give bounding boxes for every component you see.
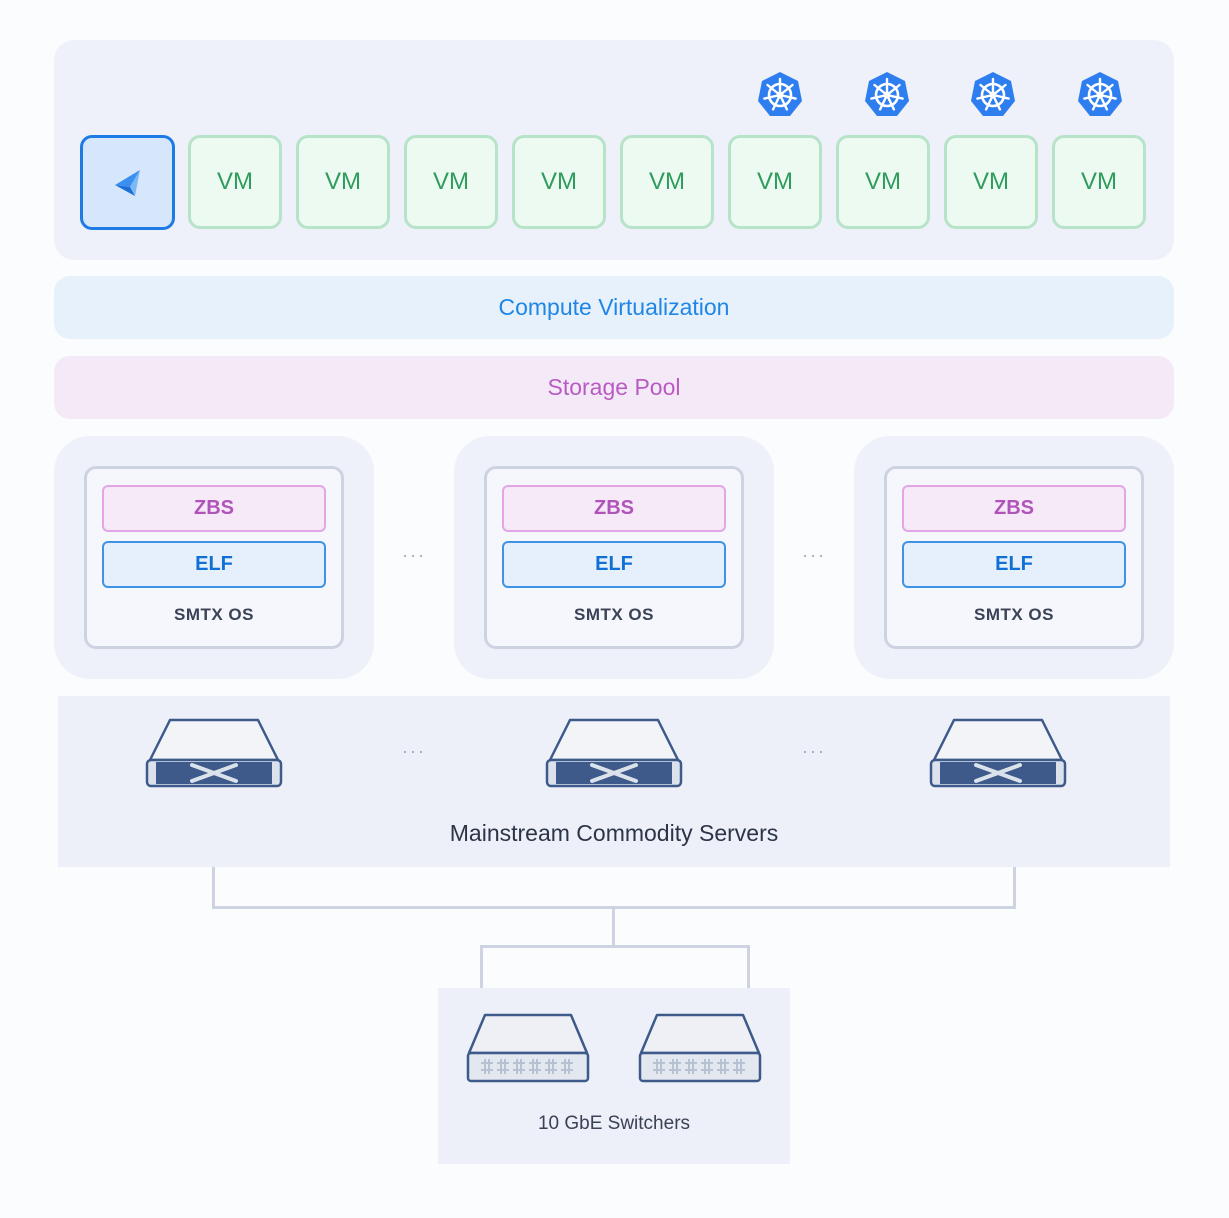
connector-line xyxy=(212,867,215,909)
ellipsis: ··· xyxy=(802,741,826,761)
vm-box: VM xyxy=(728,135,822,229)
vm-box: VM xyxy=(188,135,282,229)
server-icon xyxy=(928,718,1068,790)
node-card: ZBS ELF SMTX OS xyxy=(854,436,1174,679)
node-stack: ZBS ELF SMTX OS xyxy=(884,466,1144,649)
server-icon xyxy=(544,718,684,790)
zbs-label: ZBS xyxy=(102,485,326,532)
node-stack: ZBS ELF SMTX OS xyxy=(84,466,344,649)
switch-icon xyxy=(637,1013,763,1083)
kubernetes-icon xyxy=(862,70,912,120)
vm-box: VM xyxy=(404,135,498,229)
zbs-label: ZBS xyxy=(502,485,726,532)
zbs-label: ZBS xyxy=(902,485,1126,532)
vm-box: VM xyxy=(1052,135,1146,229)
switch-icon xyxy=(465,1013,591,1083)
cloud-platform-icon xyxy=(114,169,140,196)
node-card: ZBS ELF SMTX OS xyxy=(454,436,774,679)
elf-label: ELF xyxy=(902,541,1126,588)
connector-line xyxy=(480,945,750,948)
switches-label: 10 GbE Switchers xyxy=(537,1113,691,1134)
os-label: SMTX OS xyxy=(573,605,654,624)
vm-box: VM xyxy=(836,135,930,229)
ellipsis: ··· xyxy=(402,741,426,761)
elf-label: ELF xyxy=(102,541,326,588)
connector-line xyxy=(612,906,615,948)
vm-box: VM xyxy=(512,135,606,229)
vm-panel: VM VM VM VM VM VM VM VM VM xyxy=(54,40,1174,260)
vm-box: VM xyxy=(944,135,1038,229)
vm-box: VM xyxy=(296,135,390,229)
kubernetes-icon xyxy=(1075,70,1125,120)
kubernetes-icon xyxy=(968,70,1018,120)
connector-line xyxy=(1013,867,1016,909)
connector-line xyxy=(480,945,483,989)
storage-pool-layer: Storage Pool xyxy=(54,356,1174,419)
server-icon xyxy=(144,718,284,790)
platform-box xyxy=(80,135,175,230)
compute-virtualization-layer: Compute Virtualization xyxy=(54,276,1174,339)
kubernetes-icon xyxy=(755,70,805,120)
ellipsis: ··· xyxy=(802,545,826,565)
elf-label: ELF xyxy=(502,541,726,588)
vm-box: VM xyxy=(620,135,714,229)
servers-label: Mainstream Commodity Servers xyxy=(449,820,779,846)
connector-line xyxy=(747,945,750,989)
node-stack: ZBS ELF SMTX OS xyxy=(484,466,744,649)
os-label: SMTX OS xyxy=(173,605,254,624)
os-label: SMTX OS xyxy=(973,605,1054,624)
ellipsis: ··· xyxy=(402,545,426,565)
node-card: ZBS ELF SMTX OS xyxy=(54,436,374,679)
